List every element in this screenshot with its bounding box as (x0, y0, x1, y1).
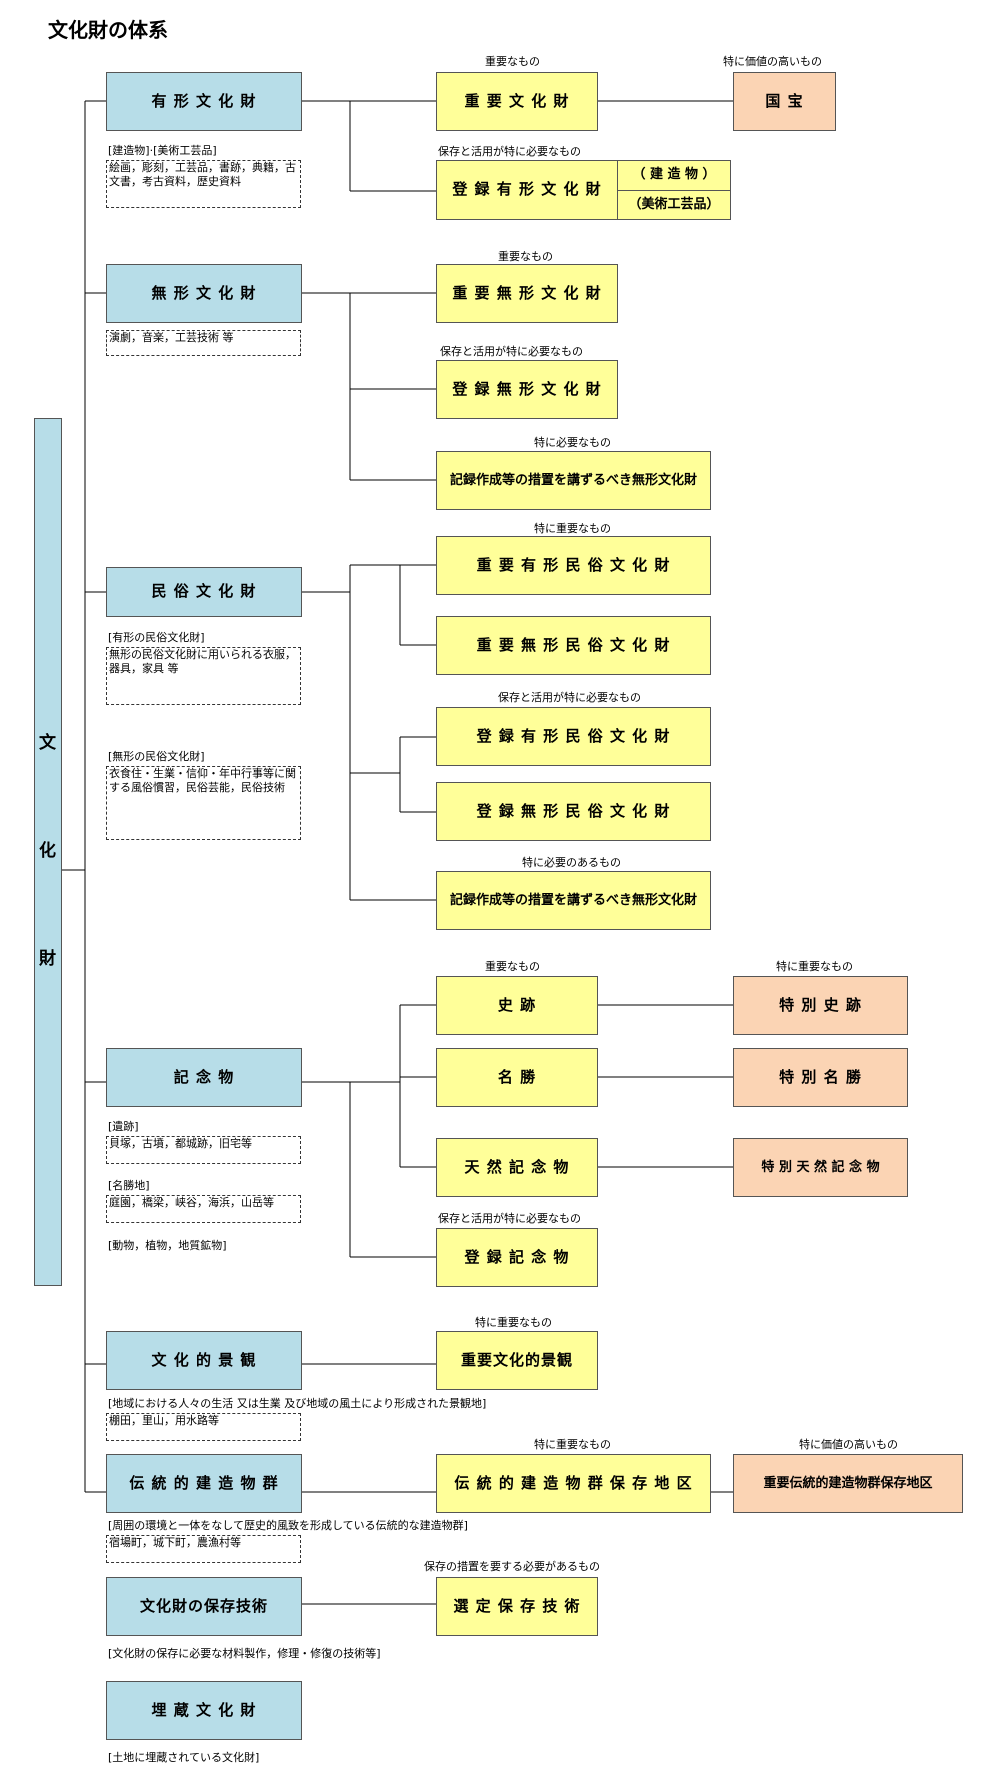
natural-monument: 天 然 記 念 物 (436, 1138, 598, 1197)
note-buildings-head: [周囲の環境と一体をなして歴史的風致を形成している伝統的な建造物群] (108, 1519, 468, 1532)
note-folk-tangible-head: [有形の民俗文化財] (108, 631, 205, 644)
label-especially-needed-aru: 特に必要のあるもの (522, 856, 621, 869)
important-intangible: 重 要 無 形 文 化 財 (436, 264, 618, 323)
registered-tangible-folk: 登 録 有 形 民 俗 文 化 財 (436, 707, 711, 766)
note-ruins-head: [遺跡] (108, 1120, 139, 1133)
record-intangible-folk: 記録作成等の措置を講ずるべき無形文化財 (436, 871, 711, 930)
label-important-3: 重要なもの (485, 960, 540, 973)
national-treasure: 国 宝 (733, 72, 836, 131)
label-preserve-use-2: 保存と活用が特に必要なもの (440, 345, 583, 358)
category-buildings: 伝 統 的 建 造 物 群 (106, 1454, 302, 1513)
note-buildings: 宿場町，城下町，農漁村等 (106, 1535, 301, 1563)
label-preservation-measures: 保存の措置を要する必要があるもの (424, 1560, 600, 1573)
category-techniques: 文化財の保存技術 (106, 1577, 302, 1636)
important-cultural-property: 重 要 文 化 財 (436, 72, 598, 131)
category-landscape: 文 化 的 景 観 (106, 1331, 302, 1390)
note-scenic-head: [名勝地] (108, 1179, 150, 1192)
note-tangible: 絵画，彫刻，工芸品，書跡，典籍，古文書，考古資料，歴史資料 (106, 160, 301, 208)
note-ruins: 貝塚，古墳，都城跡，旧宅等 (106, 1136, 301, 1164)
category-intangible: 無 形 文 化 財 (106, 264, 302, 323)
important-tangible-folk: 重 要 有 形 民 俗 文 化 財 (436, 536, 711, 595)
scenic-beauty: 名 勝 (436, 1048, 598, 1107)
note-flora-head: [動物，植物，地質鉱物] (108, 1239, 227, 1252)
registered-intangible-folk: 登 録 無 形 民 俗 文 化 財 (436, 782, 711, 841)
label-important: 重要なもの (485, 55, 540, 68)
note-folk-tangible: 無形の民俗文化財に用いられる衣服，器具，家具 等 (106, 647, 301, 705)
important-intangible-folk: 重 要 無 形 民 俗 文 化 財 (436, 616, 711, 675)
label-especially-important-4: 特に重要なもの (534, 1438, 611, 1451)
important-preservation-district: 重要伝統的建造物群保存地区 (733, 1454, 963, 1513)
label-especially-important-3: 特に重要なもの (475, 1316, 552, 1329)
note-intangible: 演劇，音楽，工芸技術 等 (106, 330, 301, 356)
category-tangible: 有 形 文 化 財 (106, 72, 302, 131)
preservation-district: 伝 統 的 建 造 物 群 保 存 地 区 (436, 1454, 711, 1513)
note-tangible-head: [建造物]·[美術工芸品] (108, 144, 217, 157)
label-high-value-2: 特に価値の高いもの (799, 1438, 898, 1451)
page-title: 文化財の体系 (48, 18, 168, 42)
category-monument: 記 念 物 (106, 1048, 302, 1107)
special-scenic-beauty: 特 別 名 勝 (733, 1048, 908, 1107)
special-historic-site: 特 別 史 跡 (733, 976, 908, 1035)
label-preserve-use: 保存と活用が特に必要なもの (438, 145, 581, 158)
label-especially-important-2: 特に重要なもの (776, 960, 853, 973)
registered-intangible: 登 録 無 形 文 化 財 (436, 360, 618, 419)
label-important-2: 重要なもの (498, 250, 553, 263)
special-natural-monument: 特 別 天 然 記 念 物 (733, 1138, 908, 1197)
registered-tangible: 登 録 有 形 文 化 財 （ 建 造 物 ） （美術工芸品） (436, 160, 731, 220)
category-buried: 埋 蔵 文 化 財 (106, 1681, 302, 1740)
label-especially-needed: 特に必要なもの (534, 436, 611, 449)
note-scenic: 庭園，橋梁，峡谷，海浜，山岳等 (106, 1195, 301, 1223)
selected-technique: 選 定 保 存 技 術 (436, 1577, 598, 1636)
historic-site: 史 跡 (436, 976, 598, 1035)
note-folk-intangible-head: [無形の民俗文化財] (108, 750, 205, 763)
record-intangible: 記録作成等の措置を講ずるべき無形文化財 (436, 451, 711, 510)
label-preserve-use-4: 保存と活用が特に必要なもの (438, 1212, 581, 1225)
note-buried-head: [土地に埋蔵されている文化財] (108, 1751, 260, 1764)
note-landscape: 棚田，里山，用水路等 (106, 1413, 301, 1441)
label-preserve-use-3: 保存と活用が特に必要なもの (498, 691, 641, 704)
important-landscape: 重要文化的景観 (436, 1331, 598, 1390)
note-landscape-head: [地域における人々の生活 又は生業 及び地域の風土により形成された景観地] (108, 1397, 487, 1410)
note-techniques-head: [文化財の保存に必要な材料製作，修理・修復の技術等] (108, 1647, 381, 1660)
category-folk: 民 俗 文 化 財 (106, 567, 302, 617)
note-folk-intangible: 衣食住・生業・信仰・年中行事等に関する風俗慣習，民俗芸能，民俗技術 (106, 766, 301, 840)
label-especially-important: 特に重要なもの (534, 522, 611, 535)
registered-monument: 登 録 記 念 物 (436, 1228, 598, 1287)
root-label: 文 (39, 733, 57, 754)
root-cultural-properties: 文 化 財 (34, 418, 62, 1286)
label-high-value: 特に価値の高いもの (723, 55, 822, 68)
